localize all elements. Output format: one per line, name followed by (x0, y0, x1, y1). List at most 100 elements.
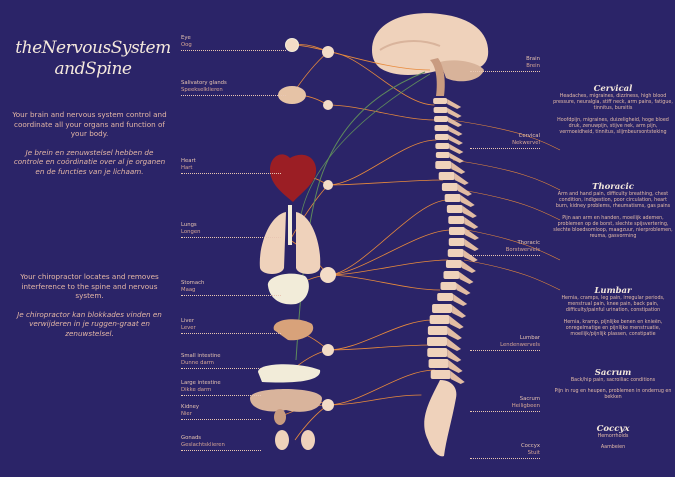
vertebra (435, 143, 450, 149)
organ-label-nl: Dunne darm (181, 360, 214, 366)
nerve (466, 229, 561, 261)
nerve (291, 44, 431, 71)
vertebra (434, 116, 449, 122)
organ-label-en: Kidney (181, 404, 200, 410)
vertebra (435, 152, 450, 158)
spine-label-nl: Lendenwervels (500, 342, 540, 348)
sacrum (424, 380, 457, 457)
section-title: Sacrum (594, 368, 632, 378)
page-title: theNervousSystem andSpine (15, 38, 171, 79)
nerve (451, 119, 561, 151)
spine-illustration (424, 98, 479, 457)
nerve (327, 199, 448, 276)
organ-label-en: Liver (181, 318, 194, 324)
section-text-nl: Aambeien (600, 445, 626, 451)
nerve (289, 184, 329, 241)
small-intestine-illustration (258, 364, 321, 383)
organ-label-nl: Hart (181, 165, 193, 171)
ganglion (322, 344, 334, 356)
section-title: Cervical (593, 84, 633, 94)
organ-label-nl: Speekselklieren (181, 87, 223, 93)
vertebra (448, 238, 465, 246)
vertebra (428, 359, 449, 368)
spine-label-nl: Stuit (527, 450, 540, 456)
organ-label-nl: Dikke darm (181, 387, 212, 393)
vertebra (446, 205, 463, 213)
spine-label-nl: Nekwervel (512, 140, 540, 146)
ganglion (322, 46, 334, 58)
nerve (327, 344, 432, 351)
vertebra (448, 216, 465, 224)
ganglion (322, 399, 334, 411)
nerve (327, 369, 435, 406)
ganglion (323, 100, 333, 110)
vertebra (433, 98, 448, 104)
large-intestine-illustration (250, 389, 322, 412)
nerve (327, 394, 422, 406)
nerve (327, 259, 448, 276)
organ-label-en: Large intestine (181, 380, 221, 386)
vertebra (437, 293, 454, 301)
organ-illustrations (250, 38, 322, 450)
organ-label-nl: Lever (181, 325, 196, 331)
vertebra (434, 125, 449, 131)
organ-label-en: Gonads (181, 435, 202, 441)
spine-label-en: Thoracic (517, 240, 540, 246)
vertebra (448, 227, 465, 235)
section-text-nl: Hoofdpijn, migraines, duizeligheid, hoge… (557, 117, 669, 136)
ganglion (320, 267, 336, 283)
vertebra (429, 315, 450, 324)
organ-label-en: Stomach (181, 280, 205, 286)
spine-label-en: Lumbar (519, 335, 540, 341)
gonads-illustration (275, 430, 289, 450)
vertebra (444, 194, 461, 202)
stomach-illustration (267, 273, 309, 305)
vertebra (427, 337, 448, 346)
organ-label-nl: Nier (181, 411, 192, 417)
ganglion (323, 180, 333, 190)
nerve (299, 73, 431, 221)
vertebra (447, 249, 464, 257)
spine-label-en: Cervical (518, 133, 540, 139)
vertebra (440, 282, 457, 290)
vertebra (434, 134, 449, 140)
nerve (463, 259, 561, 291)
spine-label-en: Brain (526, 56, 540, 62)
nerve (461, 189, 561, 221)
vertebra (445, 260, 462, 268)
spine-label-nl: Heiligbeen (511, 403, 540, 409)
vertebra (435, 161, 452, 169)
nerve (327, 229, 452, 276)
section-text-nl: Hernia, kramp, pijnlijke benen en knieën… (563, 319, 663, 338)
nerve (327, 319, 433, 351)
section-text-en: Back/hip pain, sacroiliac conditions (570, 378, 656, 383)
vertebra (430, 370, 451, 379)
ganglia (286, 39, 336, 411)
section-text-en: Arm and hand pain, difficulty breathing,… (555, 192, 671, 210)
spine-label-nl: Borstwervels (505, 247, 540, 253)
spine-label-nl: Brein (526, 63, 540, 69)
section-text-en: Headaches, migraines, dizziness, high bl… (553, 94, 673, 112)
nerve (327, 104, 436, 121)
organ-label-nl: Maag (181, 287, 196, 293)
vertebra (443, 271, 460, 279)
spine-label-en: Sacrum (519, 396, 540, 402)
nerve (295, 71, 426, 361)
